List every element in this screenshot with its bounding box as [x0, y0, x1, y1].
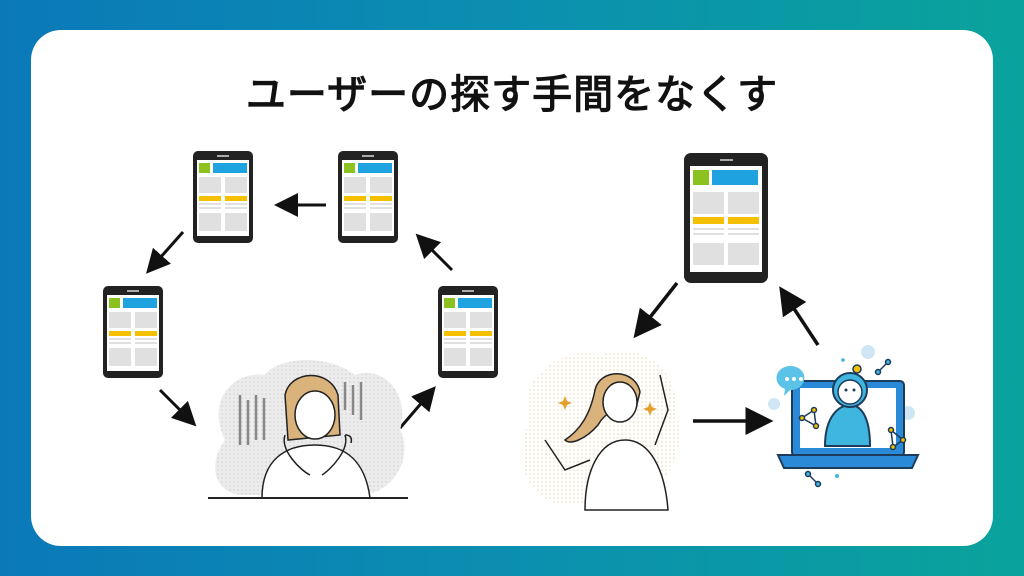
- phone-top-left: [193, 151, 253, 243]
- chatbot-laptop-illustration: [768, 345, 920, 488]
- phone-mid-right: [438, 286, 498, 378]
- arrows-right-cycle: [633, 281, 820, 435]
- phone-top-right: [338, 151, 398, 243]
- arrows-left-cycle: [146, 193, 454, 429]
- happy-woman-illustration: [522, 351, 680, 511]
- phone-mid-left: [103, 286, 163, 378]
- troubled-woman-illustration: [208, 360, 408, 499]
- page-title: ユーザーの探す手間をなくす: [245, 72, 779, 118]
- phone-large: [684, 153, 768, 283]
